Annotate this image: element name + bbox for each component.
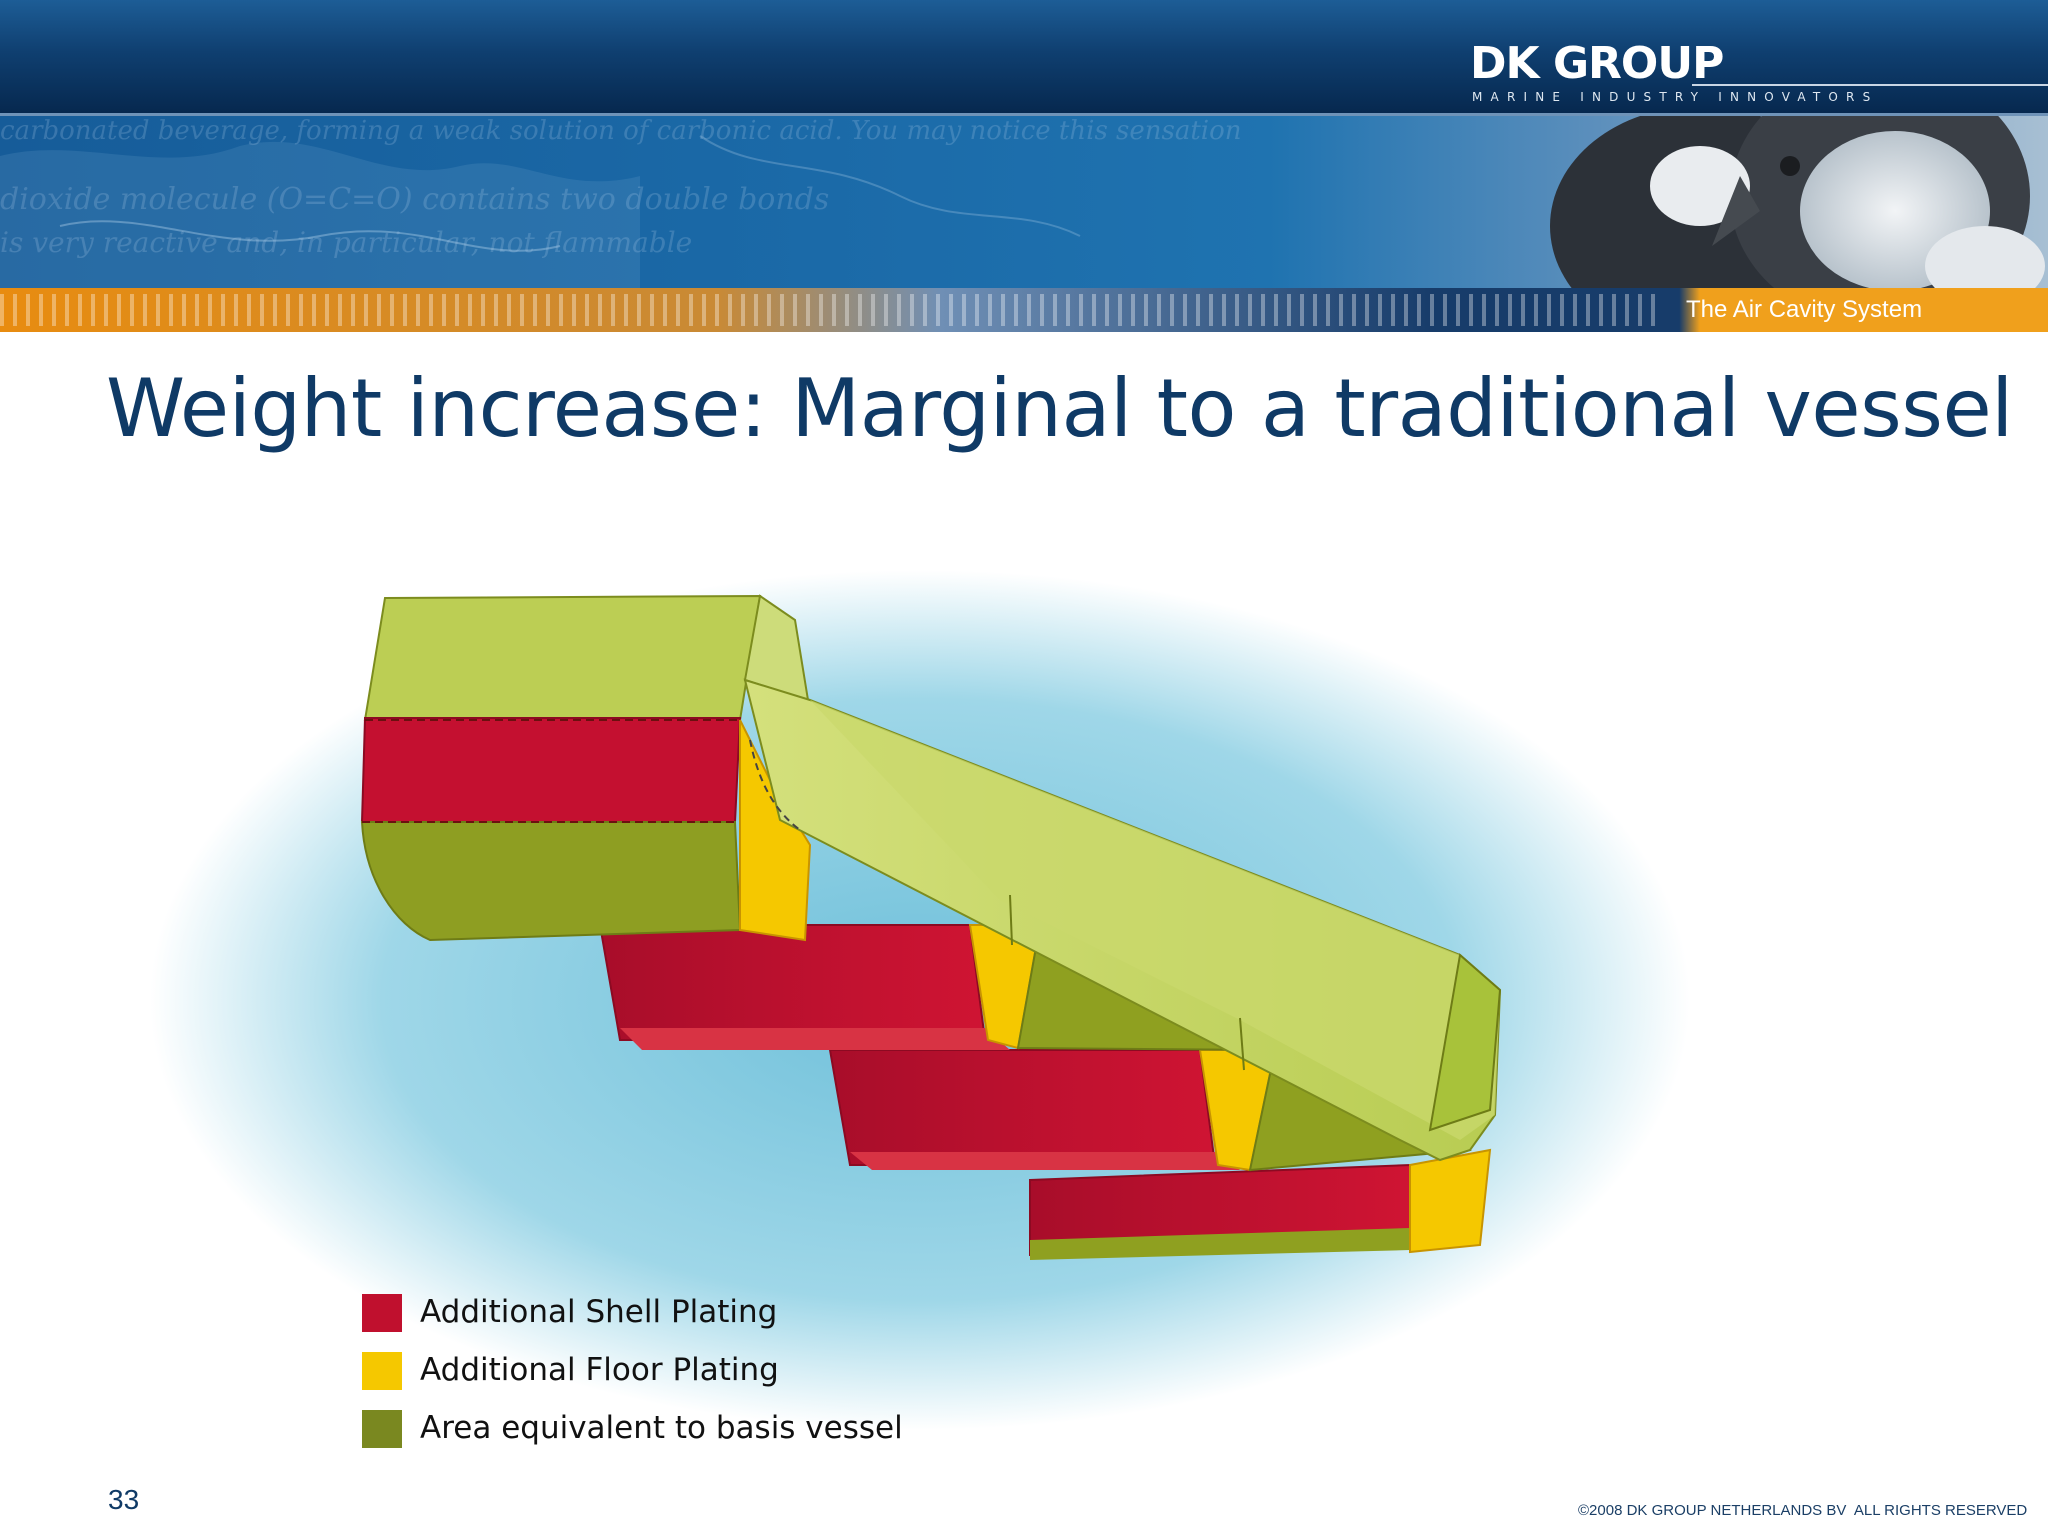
copyright-notice: ©2008 DK GROUP NETHERLANDS BV ALL RIGHTS… [1578,1502,2028,1519]
banner-text-2: dioxide molecule (O=C=O) contains two do… [0,182,830,217]
hull-diagram [150,570,1690,1430]
legend-item-shell: Additional Shell Plating [362,1290,962,1332]
banner-text-3: is very reactive and, in particular, not… [0,226,693,259]
logo-rule [1692,84,2048,86]
legend-swatch-shell [362,1294,402,1332]
slide-title: Weight increase: Marginal to a tradition… [106,362,2013,455]
legend-label-basis: Area equivalent to basis vessel [420,1410,903,1446]
legend-item-floor: Additional Floor Plating [362,1348,962,1390]
legend-swatch-floor [362,1352,402,1390]
stern-block [360,594,812,942]
banner-text-1: carbonated beverage, forming a weak solu… [0,116,1242,146]
penguin-photo [1550,116,2045,288]
legend-item-basis: Area equivalent to basis vessel [362,1406,962,1448]
banner-decoration [0,116,2045,288]
section-stripe [0,288,2048,332]
header-banner-image: carbonated beverage, forming a weak solu… [0,116,2048,288]
step-3 [1029,1148,1492,1260]
legend-label-floor: Additional Floor Plating [420,1352,779,1388]
legend-label-shell: Additional Shell Plating [420,1294,778,1330]
logo-tagline: MARINE INDUSTRY INNOVATORS [1472,90,1879,104]
logo-wordmark: DK GROUP [1470,38,1724,89]
legend-swatch-basis [362,1410,402,1448]
section-label: The Air Cavity System [1686,296,1923,323]
page-number: 33 [108,1484,140,1515]
company-logo: DK GROUP MARINE INDUSTRY INNOVATORS [1470,38,2048,106]
header-bar: DK GROUP MARINE INDUSTRY INNOVATORS [0,0,2048,116]
sloped-deck [743,678,1502,1162]
